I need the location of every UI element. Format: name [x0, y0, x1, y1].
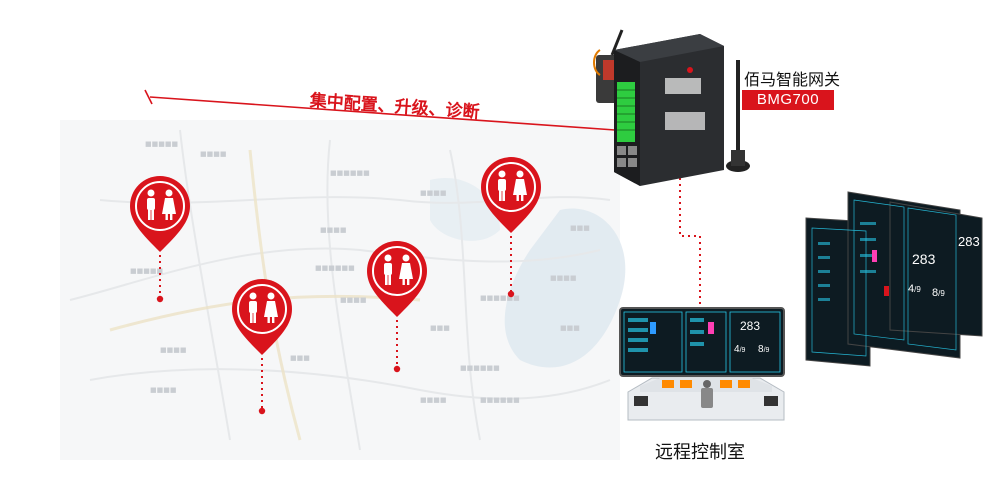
svg-text:■■■■■: ■■■■■: [130, 267, 163, 275]
svg-text:■■■: ■■■: [560, 324, 580, 332]
svg-text:■■■■: ■■■■: [320, 226, 346, 234]
screen-count-b-total: 9: [766, 347, 770, 354]
gateway-name: 佰马智能网关: [744, 70, 841, 89]
svg-text:■■■■: ■■■■: [200, 150, 226, 158]
control-room-label: 远程控制室: [655, 442, 745, 463]
svg-text:■■■■■■: ■■■■■■: [315, 264, 355, 272]
screen-count-a: 4: [734, 344, 740, 355]
screen-big-number: 283: [740, 319, 760, 333]
wall-big-number-2: 283: [958, 234, 980, 249]
svg-text:■■■■: ■■■■: [420, 189, 446, 197]
svg-text:■■■■: ■■■■: [160, 346, 186, 354]
svg-text:■■■■■■: ■■■■■■: [480, 396, 520, 404]
gateway-model-badge: BMG700: [742, 90, 834, 110]
svg-text:8/9: 8/9: [758, 344, 770, 355]
svg-text:■■■■: ■■■■: [420, 396, 446, 404]
wall-big-number: 283: [912, 251, 936, 267]
svg-text:4/9: 4/9: [734, 344, 746, 355]
screen-count-b: 8: [758, 344, 764, 355]
svg-text:■■■■■: ■■■■■: [145, 140, 178, 148]
svg-text:■■■■: ■■■■: [340, 296, 366, 304]
screen-count-a-total: 9: [742, 347, 746, 354]
svg-text:8/9: 8/9: [932, 287, 945, 299]
svg-text:■■■■■■: ■■■■■■: [480, 294, 520, 302]
svg-text:■■■■■■: ■■■■■■: [460, 364, 500, 372]
svg-text:4/9: 4/9: [908, 283, 921, 295]
svg-text:■■■: ■■■: [290, 354, 310, 362]
svg-text:■■■■: ■■■■: [150, 386, 176, 394]
svg-text:■■■: ■■■: [430, 324, 450, 332]
svg-text:■■■■: ■■■■: [550, 274, 576, 282]
svg-text:■■■■■■: ■■■■■■: [330, 169, 370, 177]
svg-text:■■■: ■■■: [570, 224, 590, 232]
